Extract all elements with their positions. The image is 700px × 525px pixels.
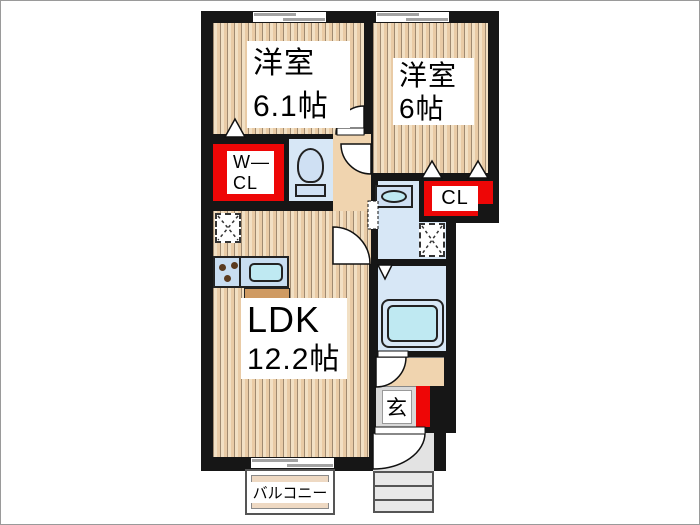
window-balcony: [251, 458, 334, 468]
stove-burner: [219, 264, 226, 271]
wcl-label-line2: CL: [233, 172, 259, 193]
wcl-label-line1: W—: [233, 151, 270, 172]
window-sash: [287, 464, 333, 467]
window-sash: [254, 13, 296, 16]
window-bedroom2: [376, 12, 449, 22]
washing-machine-space: [419, 223, 445, 257]
ldk-size: 12.2帖: [247, 342, 341, 376]
step-line: [375, 499, 432, 501]
ldk-label: LDK 12.2帖: [241, 298, 347, 379]
shoe-cabinet: [416, 386, 430, 427]
toilet-icon: [297, 148, 324, 183]
bedroom1-label: 洋室 6.1帖: [247, 41, 350, 128]
entrance-porch: [373, 433, 434, 471]
entrance-label-text: 玄: [386, 397, 408, 420]
kitchen-counter: [213, 256, 289, 288]
window-sash: [283, 18, 325, 21]
toilet-tank: [295, 184, 326, 197]
balcony-inner: バルコニー: [248, 475, 332, 509]
bathtub-inner: [387, 305, 438, 342]
bedroom1-size: 6.1帖: [253, 89, 329, 123]
entrance-steps: [373, 471, 434, 513]
closet-label: CL: [432, 186, 478, 211]
step-line: [375, 485, 432, 487]
hall-to-entrance: [376, 357, 444, 386]
bedroom2-size: 6帖: [399, 92, 445, 124]
stove-burner: [231, 262, 238, 269]
window-bedroom1: [253, 12, 326, 22]
stove-section: [215, 258, 241, 286]
stove-burner: [224, 275, 231, 282]
refrigerator-space: [215, 213, 241, 243]
walk-in-closet-label: W— CL: [227, 151, 274, 194]
balcony: バルコニー: [245, 469, 335, 515]
entrance-label: 玄: [382, 390, 412, 424]
kitchen-sink: [249, 263, 283, 282]
window-sash: [252, 459, 298, 462]
washbasin: [375, 185, 413, 208]
ldk-name: LDK: [247, 298, 321, 340]
balcony-label: バルコニー: [248, 481, 332, 503]
closet-label-text: CL: [441, 187, 469, 209]
bathtub: [381, 299, 444, 348]
bedroom1-name: 洋室: [253, 46, 315, 80]
bedroom2-name: 洋室: [399, 59, 458, 91]
bedroom2-label: 洋室 6帖: [393, 58, 474, 125]
window-sash: [377, 13, 419, 16]
window-sash: [406, 18, 448, 21]
washbasin-bowl: [381, 190, 407, 203]
